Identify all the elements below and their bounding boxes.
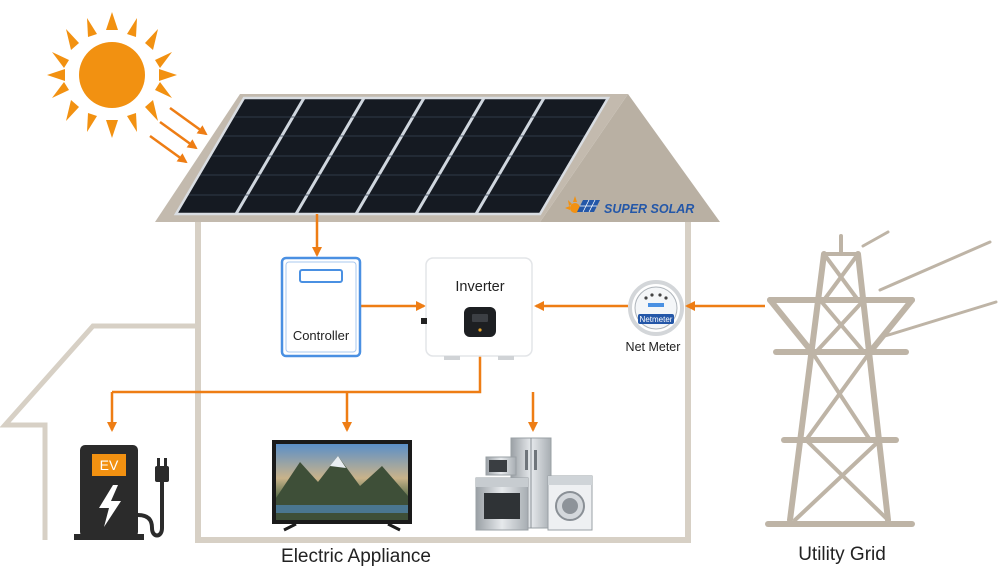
inverter-label: Inverter xyxy=(455,279,504,295)
sun-rays-arrows xyxy=(149,106,208,164)
roof-gable xyxy=(540,94,720,222)
energy-flow-lines xyxy=(107,214,765,432)
caption-electric-appliance: Electric Appliance xyxy=(281,546,431,567)
kitchen-appliances-icon xyxy=(475,437,593,531)
sun-icon xyxy=(47,12,177,138)
brand-name: SUPER SOLAR xyxy=(604,202,694,216)
super-solar-logo: SUPER SOLAR xyxy=(565,196,694,216)
net-meter: Netmeter Net Meter xyxy=(626,280,684,354)
net-meter-label: Net Meter xyxy=(626,340,681,354)
tv-icon xyxy=(272,440,412,532)
controller-label: Controller xyxy=(293,328,350,343)
caption-utility-grid: Utility Grid xyxy=(798,544,886,565)
ev-charger-icon: EV xyxy=(74,445,169,540)
transmission-tower-icon xyxy=(765,230,998,527)
solar-panel-icon xyxy=(173,96,611,216)
ev-label: EV xyxy=(100,457,119,473)
net-meter-dial-label: Netmeter xyxy=(640,315,673,324)
controller: Controller xyxy=(280,256,362,358)
inverter: Inverter xyxy=(421,257,533,360)
garage xyxy=(0,323,198,540)
